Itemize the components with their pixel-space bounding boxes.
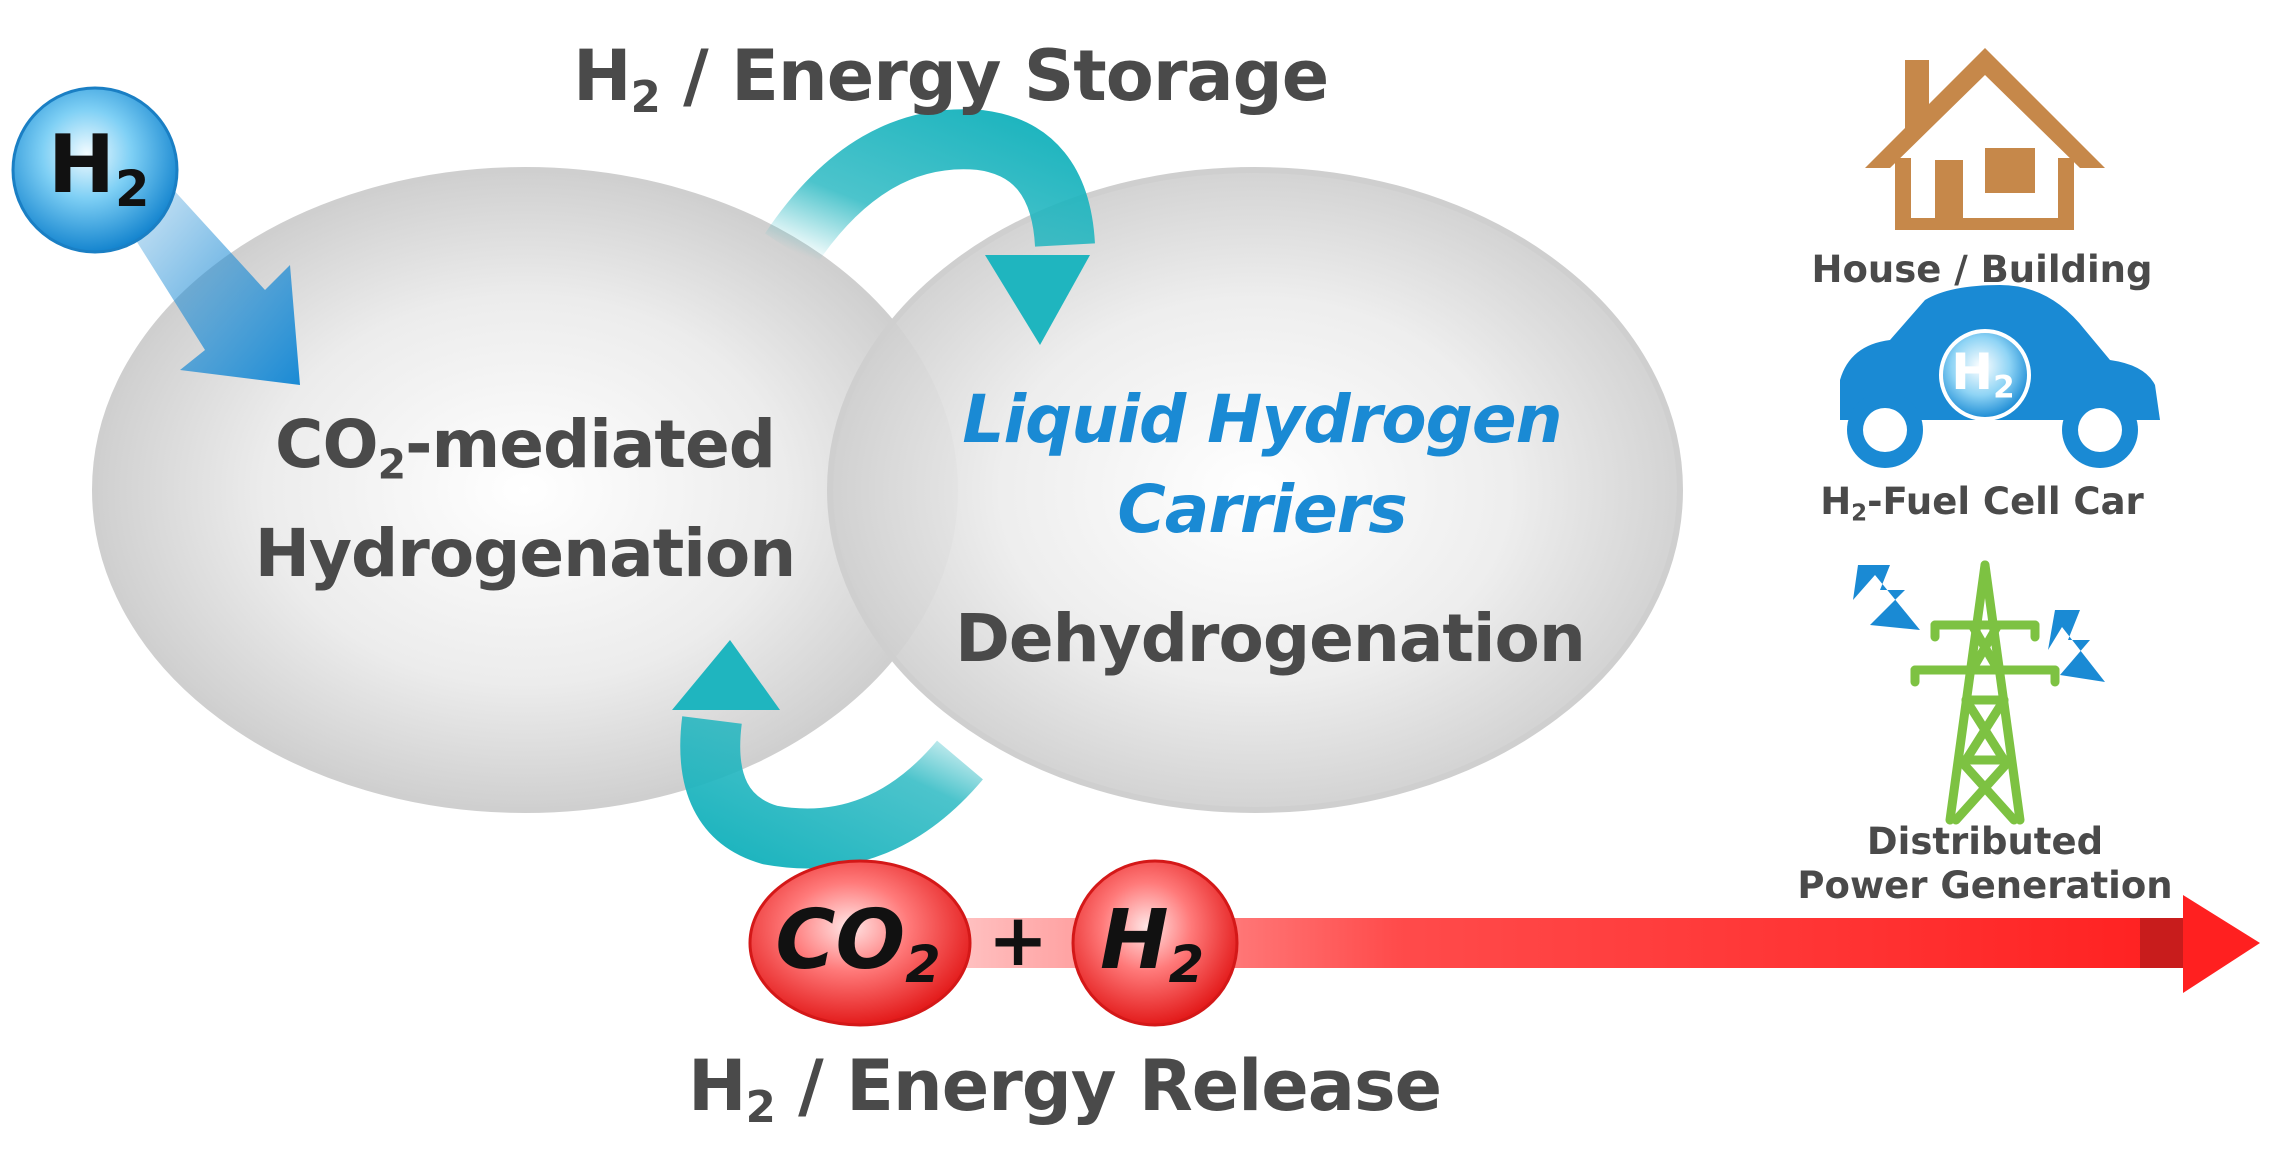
car-label: H2-Fuel Cell Car [1820,480,2144,527]
house-label: House / Building [1811,248,2153,291]
co2-ball [748,859,972,1027]
dehydrogenation-label: Dehydrogenation [955,600,1586,677]
hydrogenation-label: CO2-mediated Hydrogenation [254,400,796,599]
power-label-line1: Distributed [1866,820,2104,863]
plus-sign: + [987,898,1049,982]
hydrogenation-line2: Hydrogenation [254,515,796,593]
h2-input-arrow [120,175,300,385]
power-label-line2: Power Generation [1797,864,2173,907]
carriers-line2: Carriers [1117,471,1407,548]
h2-release-label: H2 [1099,893,1205,995]
house-icon [1865,48,2105,230]
h2-input-h: H [48,118,115,211]
power-tower-icon [1910,560,2060,825]
energy-release-arrow [755,895,2260,993]
storage-sub-text: 2 [630,73,661,124]
carriers-line1: Liquid Hydrogen [962,381,1562,458]
h2-input-sub: 2 [114,159,150,218]
hydrogenation-line1: CO2-mediated [275,406,776,489]
co2-ball-label: CO2 [775,893,941,995]
car-icon [1840,285,2160,468]
storage-h-text: H [573,35,632,117]
storage-arrow [765,109,1095,345]
lightning-bolt-icon [1853,565,2105,682]
car-badge-label: H2 [1951,343,2015,406]
release-arrow [672,640,983,869]
power-label: Distributed Power Generation [1797,820,2172,908]
car-h2-badge [1939,329,2031,421]
h2-input-ball [11,86,179,254]
carriers-label: Liquid Hydrogen Carriers [962,375,1562,555]
storage-suffix-text: / Energy Storage [659,35,1329,117]
h2-input-label: H2 [48,118,149,218]
energy-storage-label: H2 / Energy Storage [573,35,1329,124]
h2-release-ball [1071,859,1239,1027]
energy-release-label: H2 / Energy Release [688,1045,1442,1134]
